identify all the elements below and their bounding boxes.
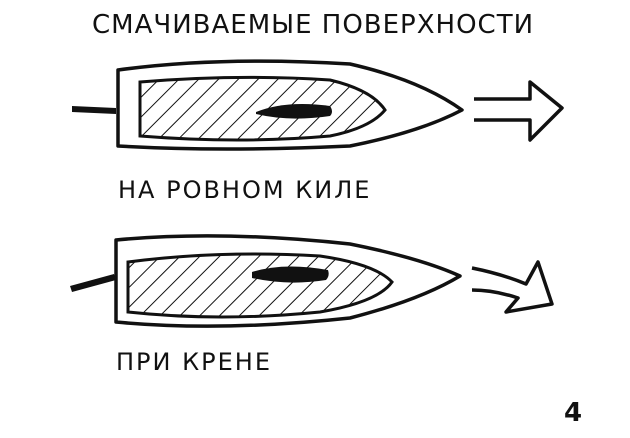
stern-rudder-2 bbox=[70, 274, 116, 292]
boat-heel bbox=[70, 234, 554, 328]
stern-rudder-1 bbox=[72, 106, 116, 114]
page-number: 4 bbox=[564, 398, 583, 428]
hull-outline-2 bbox=[114, 234, 462, 328]
label-level-keel: НА РОВНОМ КИЛЕ bbox=[118, 176, 372, 204]
hull-outline-1 bbox=[116, 59, 464, 151]
direction-arrow-2 bbox=[471, 260, 554, 314]
diagram-title: СМАЧИВАЕМЫЕ ПОВЕРХНОСТИ bbox=[92, 10, 535, 40]
keel-1 bbox=[256, 104, 332, 119]
boat-level-keel bbox=[72, 59, 564, 151]
direction-arrow-1 bbox=[474, 80, 564, 142]
label-heel: ПРИ КРЕНЕ bbox=[116, 348, 272, 376]
wetted-hatching-1 bbox=[140, 77, 385, 140]
keel-2 bbox=[252, 266, 329, 283]
